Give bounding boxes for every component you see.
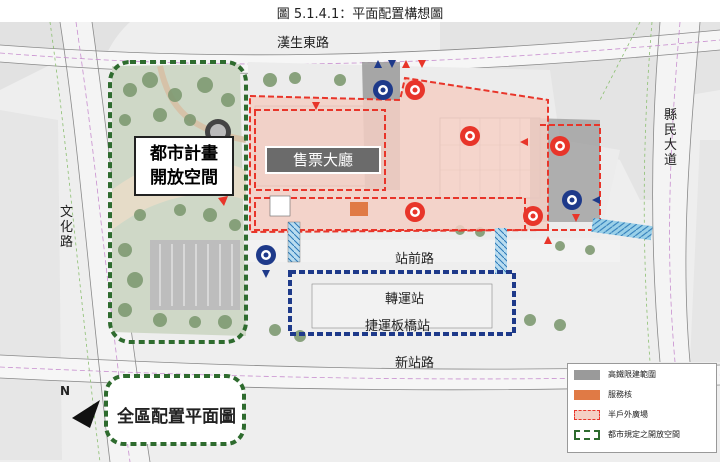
entrance-blue-icon: [373, 80, 393, 100]
north-label: N: [60, 384, 71, 398]
block-right: [690, 140, 720, 362]
transfer-station-label: 轉運站: [385, 292, 425, 307]
road-label-wenhua: 文化路: [60, 205, 74, 250]
road-label-zhanqian: 站前路: [395, 252, 435, 267]
entrance-red-icon: [405, 80, 425, 100]
figure-title: 圖 5.1.4.1：平面配置構想圖: [276, 7, 444, 22]
service-core: [350, 202, 368, 216]
arrow-up-icon: [402, 60, 410, 68]
ticket-hall-label: 售票大廳: [265, 146, 381, 174]
entrance-blue-icon: [256, 245, 276, 265]
overview-label: 全區配置平面圖: [117, 407, 236, 427]
arrow-down-icon: [388, 60, 396, 68]
road-wenhua: [60, 22, 150, 462]
entrance-red-icon: [460, 126, 480, 146]
arrow-up-icon: [544, 236, 552, 244]
site-plan-map: [0, 22, 720, 462]
arrow-down-icon: [418, 60, 426, 68]
open-space-label: 都市計畫開放空間: [134, 136, 234, 196]
entrance-red-icon: [523, 206, 543, 226]
road-label-hansheng-east: 漢生東路: [277, 36, 330, 51]
north-arrow-icon: [72, 400, 100, 428]
transfer-station-area: [288, 270, 516, 336]
legend-label: 服務核: [608, 390, 632, 399]
road-zhanqian: [240, 240, 620, 262]
legend-label: 半戶外廣場: [608, 410, 648, 419]
urban-open-space-boundary: [108, 60, 248, 344]
entrance-blue-icon: [562, 190, 582, 210]
arrow-left-icon: [592, 196, 600, 204]
walkway-bridge: [591, 217, 653, 241]
parking-lot: [150, 240, 240, 310]
arrow-down-icon: [312, 102, 320, 110]
block-left: [0, 110, 62, 460]
arrow-left-icon: [520, 138, 528, 146]
semi-outdoor-plaza: [250, 78, 548, 232]
overview-label-box: [104, 374, 246, 446]
arrow-down-icon: [572, 214, 580, 222]
arrow-up-icon: [374, 60, 382, 68]
road-label-xianmin: 縣民大道: [664, 108, 678, 168]
road-label-xinzhan: 新站路: [395, 356, 435, 371]
lrt-station-label: 捷運板橋站: [365, 319, 431, 334]
entrance-red-icon: [550, 136, 570, 156]
road-xianmin: [652, 22, 700, 362]
entrance-red-icon: [405, 202, 425, 222]
arrow-down-icon: [262, 270, 270, 278]
legend-label: 都市規定之開放空間: [608, 430, 680, 439]
legend: 高鐵限建範圍 服務核 半戶外廣場 都市規定之開放空間: [567, 363, 717, 453]
legend-label: 高鐵限建範圍: [608, 370, 656, 379]
